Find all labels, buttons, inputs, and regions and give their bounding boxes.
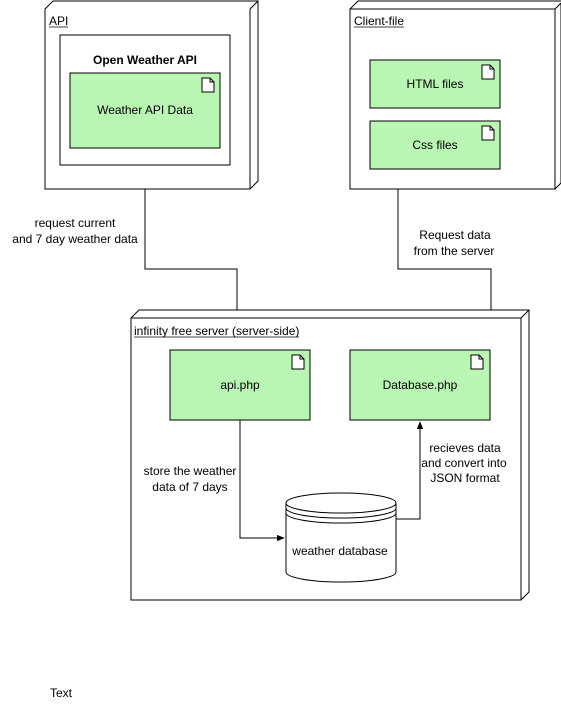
footer-text: Text bbox=[50, 686, 73, 700]
database-to-database-php-arrow bbox=[396, 421, 424, 520]
document-icon bbox=[481, 64, 495, 80]
svg-text:and convert into: and convert into bbox=[421, 456, 507, 470]
svg-text:recieves data: recieves data bbox=[429, 441, 501, 455]
css-files-label: Css files bbox=[412, 138, 457, 152]
api-php-to-database-label: store the weather data of 7 days bbox=[144, 464, 237, 494]
svg-text:store the weather: store the weather bbox=[144, 464, 237, 478]
client-to-server-connector bbox=[397, 189, 492, 318]
database-to-database-php-label: recieves data and convert into JSON form… bbox=[421, 441, 507, 485]
svg-text:Request data: Request data bbox=[419, 228, 491, 242]
document-icon bbox=[201, 77, 215, 93]
database-php-label: Database.php bbox=[383, 378, 458, 392]
html-files-component[interactable]: HTML files bbox=[369, 59, 501, 109]
weather-api-data-label: Weather API Data bbox=[97, 103, 193, 117]
svg-text:from the server: from the server bbox=[414, 244, 495, 258]
open-weather-api-title: Open Weather API bbox=[93, 53, 197, 67]
svg-text:data of 7 days: data of 7 days bbox=[152, 480, 227, 494]
client-to-server-label: Request data from the server bbox=[414, 228, 495, 258]
weather-database-label: weather database bbox=[291, 544, 388, 558]
svg-text:request current: request current bbox=[35, 216, 116, 230]
svg-text:JSON format: JSON format bbox=[430, 471, 500, 485]
client-file-label: Client-file bbox=[354, 14, 404, 28]
document-icon bbox=[481, 125, 495, 141]
api-php-label: api.php bbox=[220, 378, 260, 392]
api-to-server-label: request current and 7 day weather data bbox=[12, 216, 138, 246]
html-files-label: HTML files bbox=[407, 77, 464, 91]
weather-database[interactable]: weather database bbox=[285, 492, 397, 583]
svg-text:and 7 day weather data: and 7 day weather data bbox=[12, 232, 138, 246]
api-to-server-connector bbox=[144, 189, 238, 318]
document-icon bbox=[291, 354, 305, 370]
database-php-component[interactable]: Database.php bbox=[349, 349, 491, 421]
css-files-component[interactable]: Css files bbox=[369, 120, 501, 170]
open-weather-api-component[interactable]: Open Weather API Weather API Data bbox=[59, 34, 231, 166]
api-node-label: API bbox=[49, 14, 68, 28]
document-icon bbox=[470, 354, 484, 370]
server-label: infinity free server (server-side) bbox=[134, 324, 299, 338]
api-php-component[interactable]: api.php bbox=[169, 349, 311, 421]
api-php-to-database-arrow bbox=[239, 420, 285, 542]
